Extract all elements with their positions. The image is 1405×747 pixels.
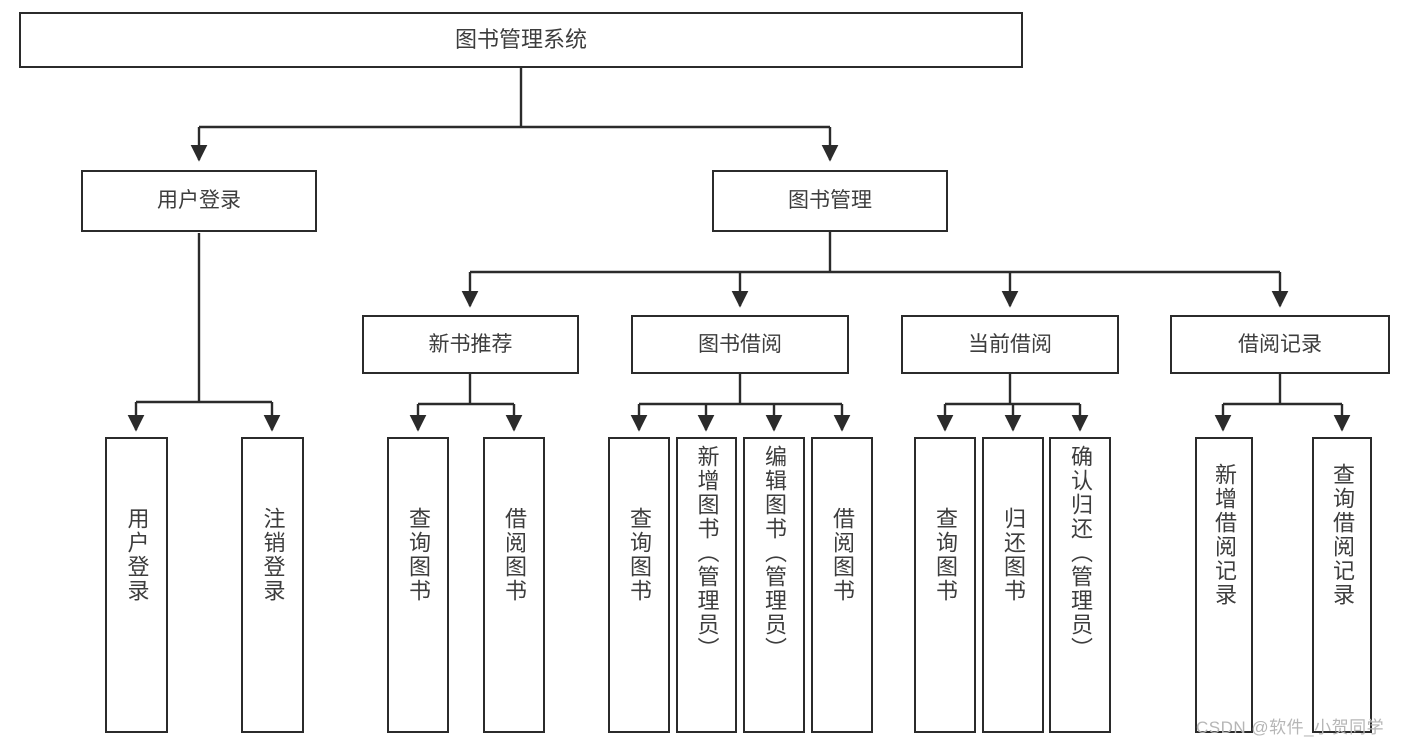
node-book-management[interactable]: 图书管理 [712,170,948,232]
node-label: 用户登录 [124,507,150,603]
node-label: 新增借阅记录 [1212,463,1237,607]
node-label: 编辑图书（管理员） [762,445,787,661]
node-leaf-borrow-book-1[interactable]: 借阅图书 [483,437,545,733]
node-book-management-system[interactable]: 图书管理系统 [19,12,1023,68]
node-label: 借阅图书 [830,507,855,603]
node-user-login[interactable]: 用户登录 [81,170,317,232]
node-book-borrow[interactable]: 图书借阅 [631,315,849,374]
node-leaf-confirm-return[interactable]: 确认归还（管理员） [1049,437,1111,733]
node-leaf-query-book-2[interactable]: 查询图书 [608,437,670,733]
node-label: 查询图书 [406,507,431,603]
node-leaf-add-record[interactable]: 新增借阅记录 [1195,437,1253,733]
node-label: 用户登录 [157,189,241,213]
node-leaf-return-book[interactable]: 归还图书 [982,437,1044,733]
node-label: 查询图书 [933,507,958,603]
node-label: 借阅图书 [502,507,527,603]
node-leaf-query-book-3[interactable]: 查询图书 [914,437,976,733]
node-label: 图书管理 [788,189,872,213]
node-leaf-logout-login[interactable]: 注销登录 [241,437,304,733]
node-label: 当前借阅 [968,332,1052,356]
node-current-borrow[interactable]: 当前借阅 [901,315,1119,374]
node-label: 注销登录 [260,507,286,603]
node-new-book-recommend[interactable]: 新书推荐 [362,315,579,374]
node-label: 新增图书（管理员） [694,445,720,661]
node-leaf-query-book-1[interactable]: 查询图书 [387,437,449,733]
node-borrow-record[interactable]: 借阅记录 [1170,315,1390,374]
node-leaf-edit-book[interactable]: 编辑图书（管理员） [743,437,805,733]
node-label: 归还图书 [1001,507,1026,603]
node-label: 查询借阅记录 [1330,463,1355,607]
node-leaf-user-login[interactable]: 用户登录 [105,437,168,733]
node-label: 图书借阅 [698,332,782,356]
node-label: 查询图书 [627,507,652,603]
watermark-text: CSDN @软件_小贺同学 [1196,718,1385,737]
node-label: 确认归还（管理员） [1068,445,1093,661]
node-leaf-query-record[interactable]: 查询借阅记录 [1312,437,1372,733]
node-leaf-add-book[interactable]: 新增图书（管理员） [676,437,737,733]
node-label: 新书推荐 [428,332,513,356]
node-leaf-borrow-book-2[interactable]: 借阅图书 [811,437,873,733]
node-label: 图书管理系统 [454,26,587,52]
node-label: 借阅记录 [1238,332,1322,356]
